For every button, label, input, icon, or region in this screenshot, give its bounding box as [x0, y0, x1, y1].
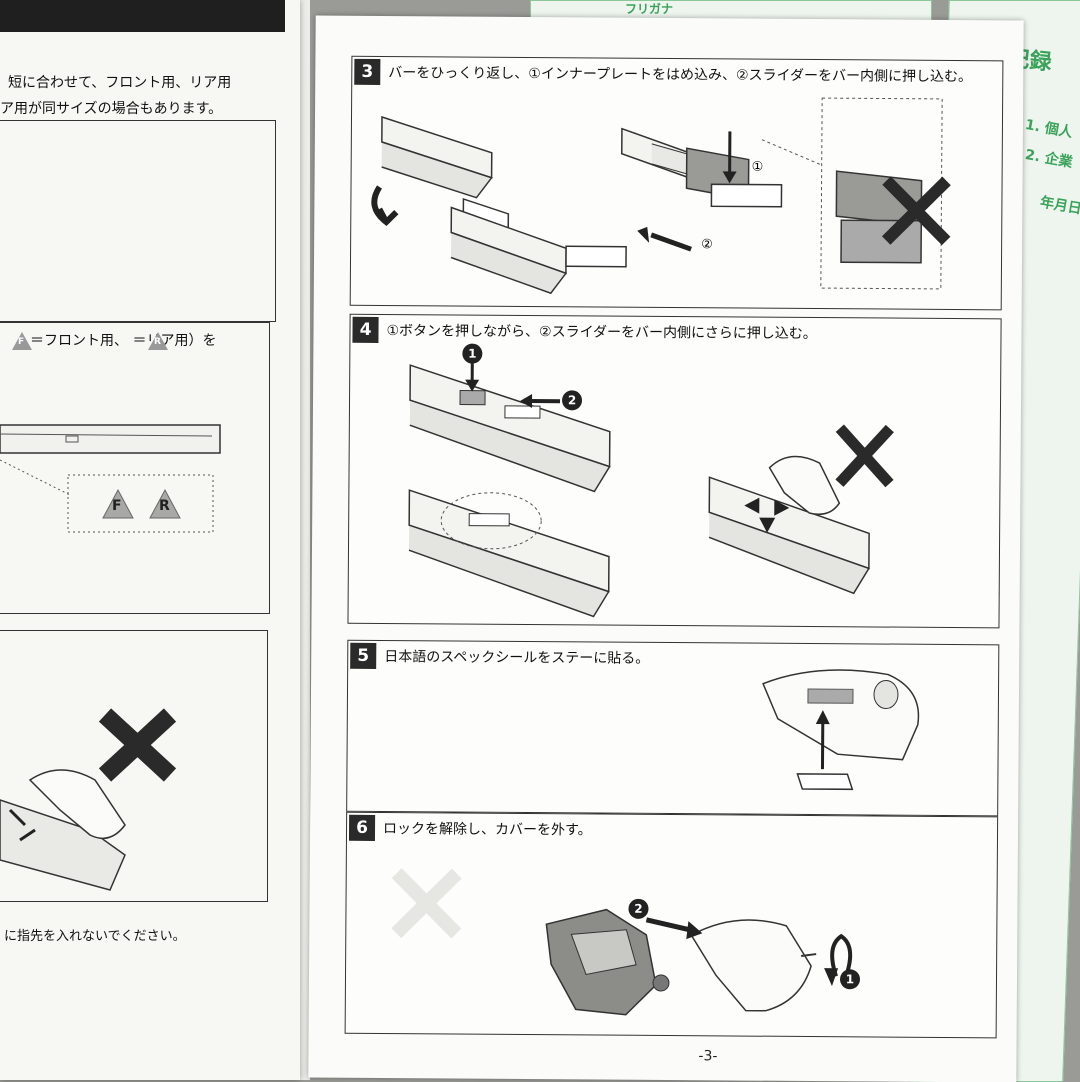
step-4-illustration [348, 315, 1000, 628]
left-text-line1: 短に合わせて、フロント用、リア用 [8, 72, 231, 92]
page-number: -3- [698, 1048, 717, 1064]
left-marker-r: R [159, 498, 170, 514]
step-6-marker-2: 2 [628, 899, 648, 919]
step-6-panel: 6 ロックを解除し、カバーを外す。 1 2 [345, 812, 999, 1039]
left-legend-f: F [18, 337, 24, 347]
step-3-label-2: ② [701, 237, 713, 252]
step-4-panel: 4 ①ボタンを押しながら、②スライダーをバー内側にさらに押し込む。 [347, 314, 1001, 629]
form-furigana: フリガナ [625, 0, 673, 17]
left-legend-icons [0, 322, 300, 362]
left-bar-drawing [0, 400, 300, 540]
step-4-marker-1: 1 [462, 344, 482, 364]
step-3-illustration [351, 57, 1003, 310]
step-4-marker-2: 2 [562, 390, 582, 410]
step-5-panel: 5 日本語のスペックシールをステーに貼る。 [346, 640, 999, 817]
left-manual-page: 短に合わせて、フロント用、リア用 ア用が同サイズの場合もあります。 ＝フロント用… [0, 0, 300, 1080]
step-3-label-1: ① [752, 160, 764, 175]
step-3-panel: 3 バーをひっくり返し、①インナープレートをはめ込み、②スライダーをバー内側に押… [350, 56, 1004, 311]
left-text-line2: ア用が同サイズの場合もあります。 [0, 98, 222, 118]
left-marker-f: F [112, 498, 122, 514]
manual-page: 3 バーをひっくり返し、①インナープレートをはめ込み、②スライダーをバー内側に押… [308, 16, 1023, 1082]
left-header-bar [0, 0, 285, 32]
left-panel-1 [0, 120, 276, 322]
step-6-illustration [346, 813, 998, 1038]
left-forbidden-hand-illustration [0, 630, 270, 900]
step-6-marker-1: 1 [840, 969, 860, 989]
left-caution-text: に指先を入れないでください。 [4, 925, 186, 944]
step-5-illustration [347, 641, 998, 816]
left-legend-r: R [154, 337, 161, 347]
